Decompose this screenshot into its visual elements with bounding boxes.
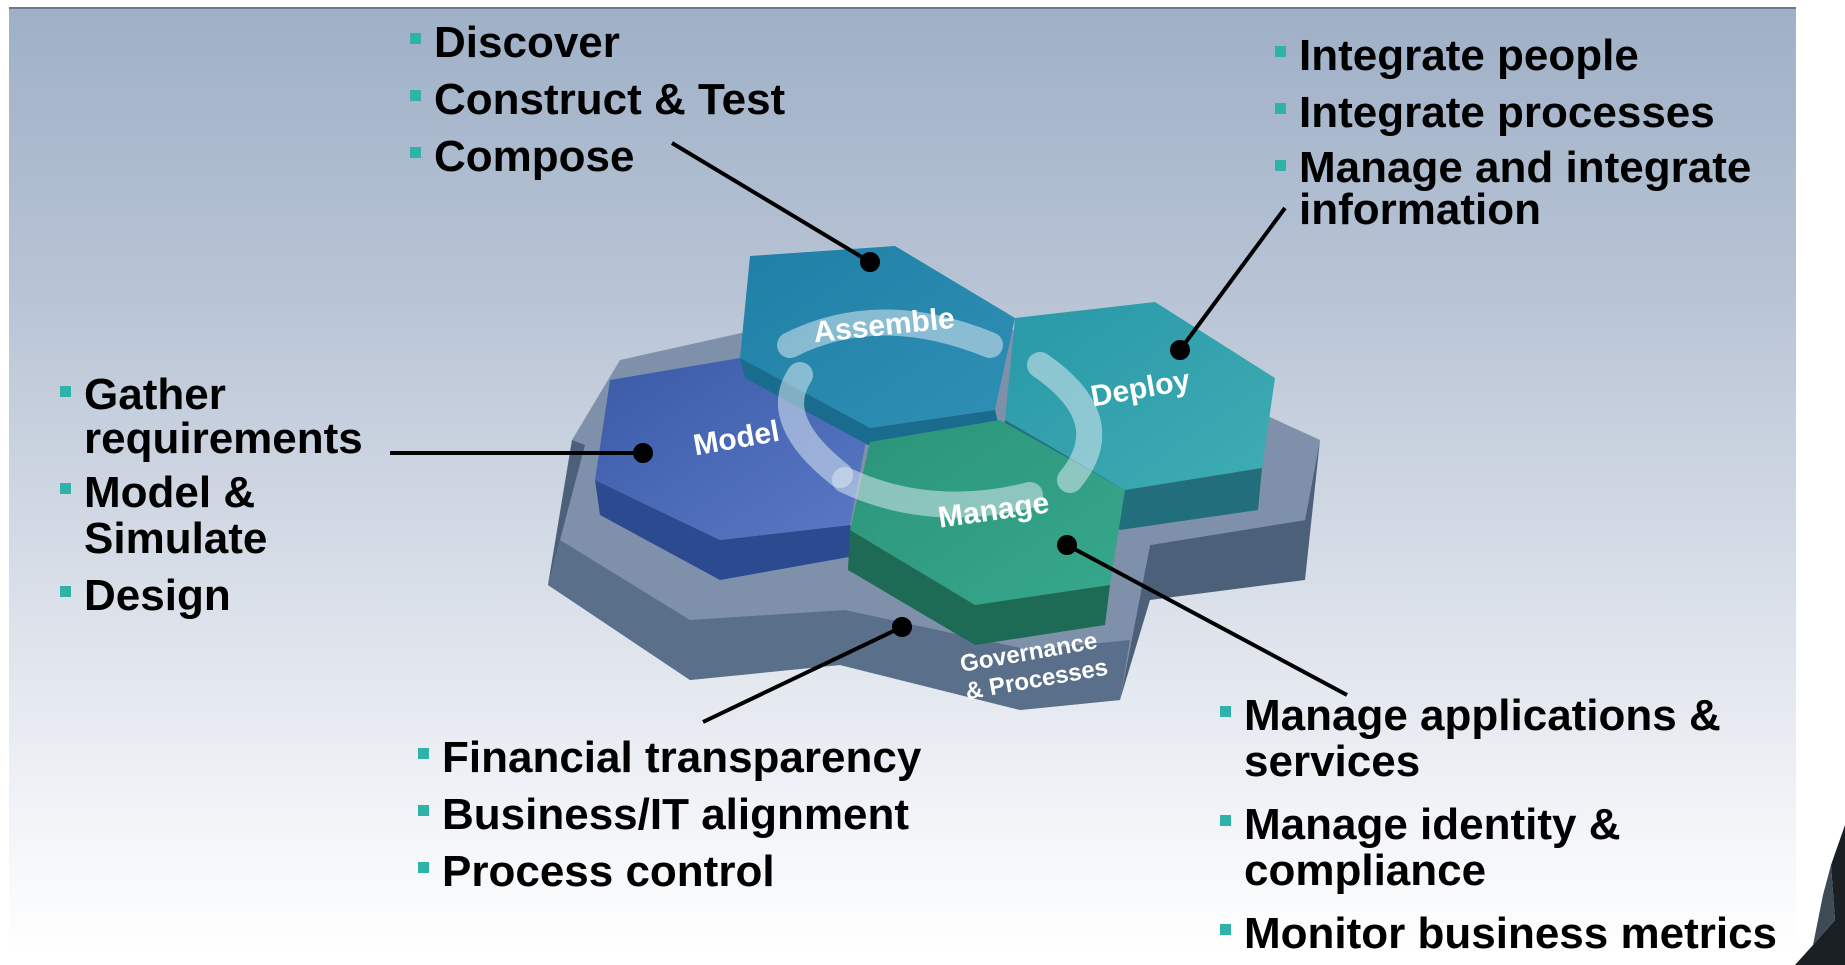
governance-tasks: Financial transparency Business/IT align… <box>418 735 978 895</box>
list-item: Model & Simulate <box>60 470 420 562</box>
bullet-icon <box>418 748 429 759</box>
bullet-icon <box>1220 924 1231 935</box>
bullet-icon <box>410 90 421 101</box>
list-item: Integrate people <box>1275 33 1775 79</box>
list-item: Manage applications & services <box>1220 693 1800 785</box>
list-item: Compose <box>410 134 890 180</box>
bullet-icon <box>1220 815 1231 826</box>
model-tasks: Gather requirements Model & Simulate Des… <box>60 373 420 619</box>
manage-tasks: Manage applications & services Manage id… <box>1220 693 1800 957</box>
bullet-icon <box>60 483 71 494</box>
bullet-icon <box>418 805 429 816</box>
leader-lines <box>390 141 1348 724</box>
list-item: Monitor business metrics <box>1220 911 1800 957</box>
list-item: Manage and integrate information <box>1275 146 1775 232</box>
list-item: Financial transparency <box>418 735 978 781</box>
list-item: Discover <box>410 20 890 66</box>
bullet-icon <box>60 386 71 397</box>
list-item: Gather requirements <box>60 373 420 461</box>
bullet-icon <box>410 147 421 158</box>
list-item: Integrate processes <box>1275 90 1775 136</box>
list-item: Design <box>60 573 420 619</box>
list-item: Business/IT alignment <box>418 792 978 838</box>
cycle-arrows <box>777 309 1103 518</box>
bullet-icon <box>1275 103 1286 114</box>
bullet-icon <box>60 586 71 597</box>
assemble-tasks: Discover Construct & Test Compose <box>410 20 890 180</box>
bullet-icon <box>410 33 421 44</box>
bullet-icon <box>1275 46 1286 57</box>
deploy-tasks: Integrate people Integrate processes Man… <box>1275 33 1775 232</box>
bullet-icon <box>418 862 429 873</box>
corner-decoration <box>1795 825 1845 965</box>
list-item: Construct & Test <box>410 77 890 123</box>
deploy-hexagon[interactable] <box>1000 302 1275 530</box>
list-item: Manage identity & compliance <box>1220 802 1800 894</box>
bullet-icon <box>1220 706 1231 717</box>
bullet-icon <box>1275 160 1286 171</box>
list-item: Process control <box>418 849 978 895</box>
